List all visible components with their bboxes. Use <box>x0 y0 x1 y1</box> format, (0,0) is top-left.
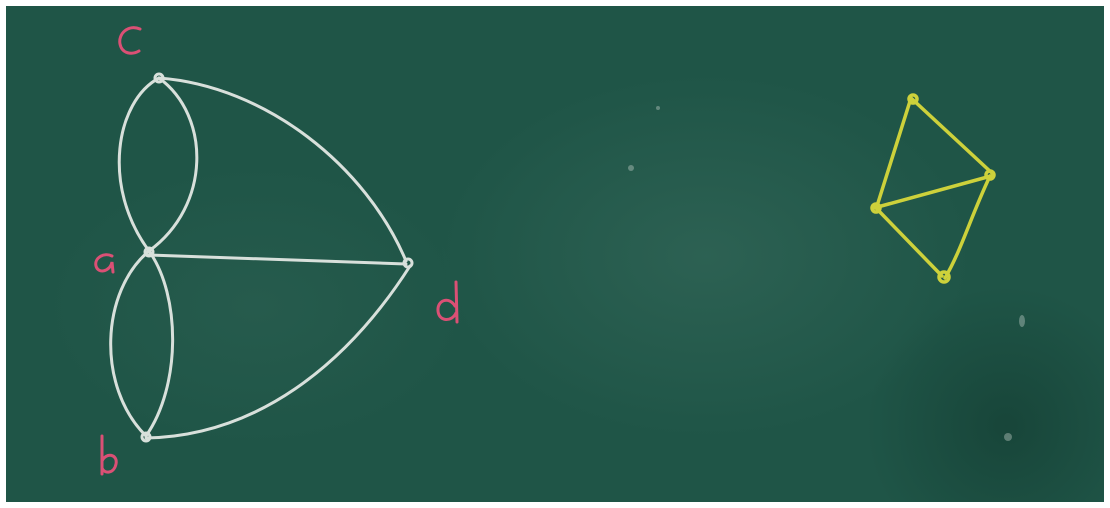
edge-a-d <box>149 255 406 264</box>
label-c <box>120 28 140 54</box>
label-d <box>438 282 457 322</box>
edge-c-a-left <box>119 78 159 251</box>
edge-c-a-right <box>149 78 197 251</box>
label-a <box>96 255 113 272</box>
edge-r-right-bottom <box>945 176 990 278</box>
edge-r-top-left <box>877 98 911 206</box>
right-graph <box>872 95 994 282</box>
chalkboard <box>6 6 1104 502</box>
edge-a-b-left <box>111 251 149 436</box>
edge-b-d <box>146 266 410 438</box>
edge-r-middle <box>874 176 991 208</box>
chalk-smudges <box>628 106 1025 441</box>
edge-a-b-right <box>146 251 173 436</box>
edge-r-top-right <box>911 98 993 174</box>
vertex-d <box>404 259 412 267</box>
label-b <box>102 436 116 474</box>
left-multigraph <box>111 74 412 441</box>
graph-drawing <box>6 6 1104 502</box>
edge-r-left-bottom <box>876 208 942 276</box>
